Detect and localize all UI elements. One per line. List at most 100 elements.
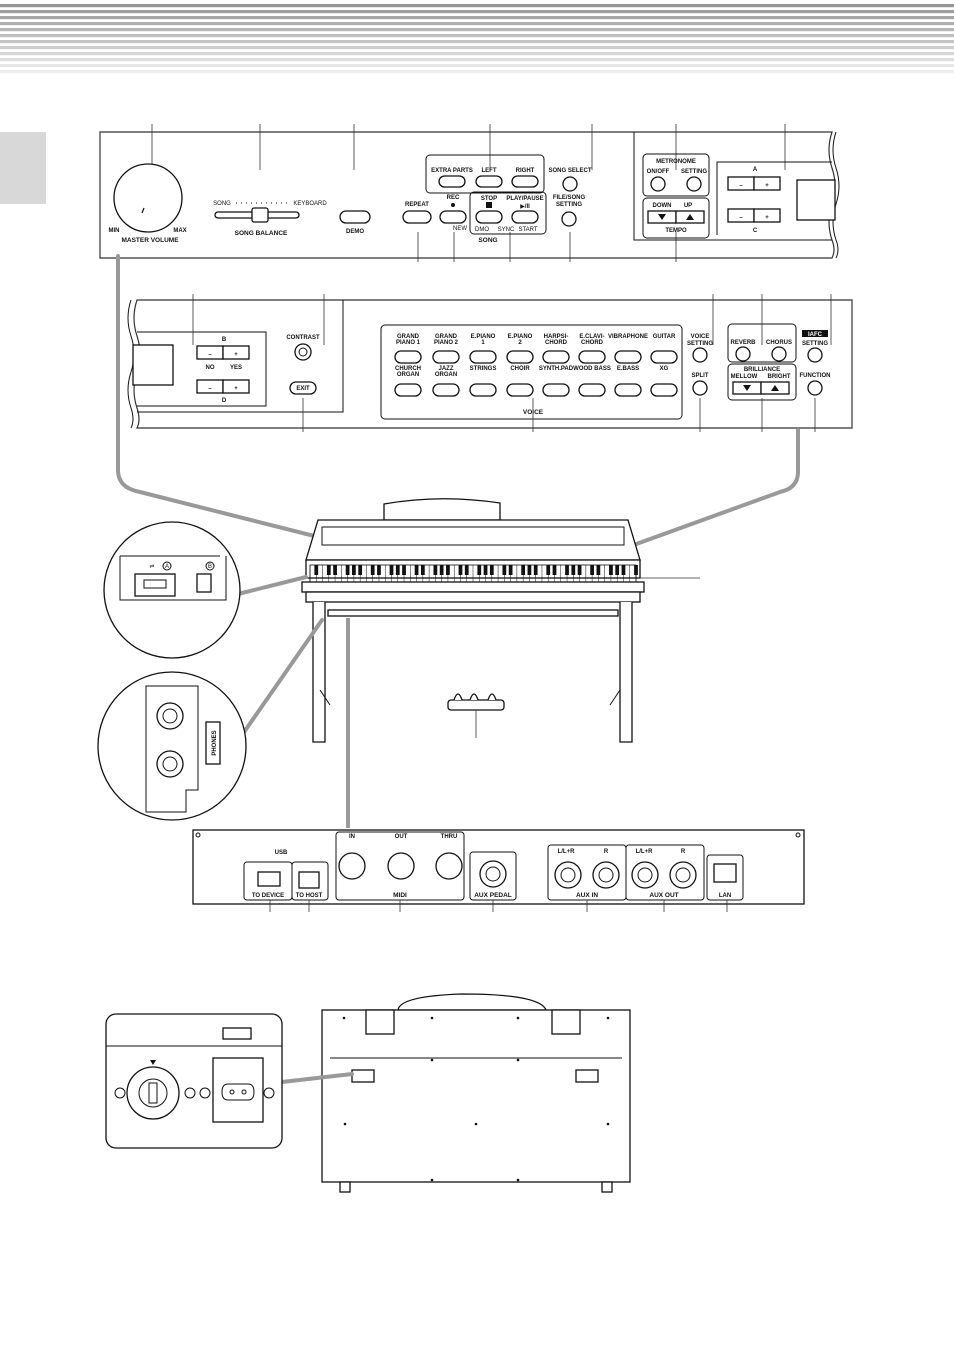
song-balance-slider-handle[interactable] — [251, 207, 269, 223]
demo-label: DEMO — [346, 229, 364, 235]
play-pause-button[interactable] — [511, 210, 539, 224]
midi-in-label: IN — [349, 834, 355, 840]
header-stripes — [0, 4, 954, 74]
voice-button[interactable] — [506, 350, 534, 364]
master-volume-knob[interactable] — [113, 163, 183, 233]
callout-ticks-rear — [269, 900, 728, 912]
voice-label: CHORD — [581, 340, 604, 346]
voice-button[interactable] — [394, 350, 422, 364]
svg-text:–: – — [208, 352, 212, 358]
voice-label: E.PIANO — [471, 334, 496, 340]
tempo-down-label: DOWN — [653, 203, 672, 209]
voice-label: SYNTH.PAD — [539, 366, 574, 372]
chorus-button[interactable] — [771, 346, 787, 362]
iafc-label: IAFC — [808, 332, 823, 338]
voltage-selector — [126, 1066, 180, 1120]
song-balance-song-label: SONG — [213, 201, 231, 207]
reverb-label: REVERB — [730, 340, 756, 346]
svg-text:–: – — [208, 386, 212, 392]
voice-label: E.BASS — [617, 366, 639, 372]
voice-button[interactable] — [650, 383, 678, 397]
midi-label: MIDI — [393, 892, 407, 899]
voice-label: E.CLAVI- — [579, 334, 604, 340]
extra-parts-button[interactable] — [438, 175, 466, 188]
metronome-setting-label: SETTING — [681, 169, 707, 175]
voice-setting-label-1: VOICE — [691, 334, 710, 340]
voice-button[interactable] — [578, 383, 606, 397]
song-select-button[interactable] — [562, 176, 578, 192]
b-plus-button[interactable] — [222, 345, 250, 360]
voice-button[interactable] — [432, 350, 460, 364]
svg-text:–: – — [739, 215, 743, 221]
metronome-on-off-button[interactable] — [650, 176, 666, 192]
reverb-button[interactable] — [735, 346, 751, 362]
left-leg — [312, 602, 326, 743]
left-button[interactable] — [475, 175, 503, 188]
voice-button[interactable] — [650, 350, 678, 364]
extra-parts-label: EXTRA PARTS — [431, 168, 473, 174]
no-label: NO — [206, 365, 215, 371]
voice-button[interactable] — [614, 383, 642, 397]
yes-label: YES — [230, 365, 242, 371]
voice-label: E.PIANO — [508, 334, 533, 340]
voice-label: XG — [660, 366, 669, 372]
repeat-label: REPEAT — [405, 202, 429, 208]
voice-button[interactable] — [469, 350, 497, 364]
voice-label: GRAND — [435, 334, 458, 340]
usb-port-a — [134, 573, 176, 597]
file-song-setting-button[interactable] — [561, 211, 577, 227]
voice-label: CHOIR — [510, 366, 530, 372]
voice-label: ORGAN — [397, 372, 419, 378]
song-group-label: SONG — [478, 237, 497, 244]
voice-button[interactable] — [432, 383, 460, 397]
voice-button[interactable] — [506, 383, 534, 397]
stop-button[interactable] — [475, 210, 503, 224]
master-volume-label: MASTER VOLUME — [121, 237, 179, 244]
right-button[interactable] — [511, 175, 539, 188]
aux-in-label: AUX IN — [576, 892, 598, 899]
voice-label: CHORD — [545, 340, 568, 346]
demo-button[interactable] — [339, 210, 371, 224]
voice-button[interactable] — [614, 350, 642, 364]
voice-button[interactable] — [578, 350, 606, 364]
brilliance-label: BRILLIANCE — [744, 367, 780, 373]
aux-out-frame — [625, 844, 705, 901]
to-host-port — [298, 871, 320, 889]
c-plus-button[interactable] — [753, 208, 781, 223]
exit-button[interactable] — [289, 381, 317, 395]
repeat-button[interactable] — [402, 210, 432, 224]
tempo-frame — [642, 197, 710, 239]
file-song-setting-label-1: FILE/SONG — [553, 195, 586, 201]
metronome-setting-button[interactable] — [686, 176, 702, 192]
iafc-setting-button[interactable] — [807, 347, 823, 363]
voice-setting-button[interactable] — [692, 347, 708, 363]
rear-connector-panel: USB TO DEVICE TO HOST IN OUT THRU MIDI A… — [192, 829, 805, 912]
voice-button[interactable] — [469, 383, 497, 397]
voice-label: GRAND — [397, 334, 420, 340]
a-plus-button[interactable] — [753, 176, 781, 191]
contrast-label: CONTRAST — [286, 335, 320, 341]
svg-text:–: – — [739, 183, 743, 189]
voice-label: CHURCH — [395, 366, 421, 372]
voice-label: WOOD BASS — [573, 366, 611, 372]
split-button[interactable] — [692, 380, 708, 396]
piano-rear-view — [321, 993, 631, 1193]
midi-thru-label: THRU — [441, 834, 458, 840]
voice-button[interactable] — [542, 383, 570, 397]
to-host-frame — [291, 861, 329, 901]
voice-button[interactable] — [542, 350, 570, 364]
voice-button[interactable] — [394, 383, 422, 397]
svg-text:▶/II: ▶/II — [520, 204, 530, 210]
voice-label: GUITAR — [653, 334, 676, 340]
function-button[interactable] — [807, 380, 823, 396]
song-balance-keyboard-label: KEYBOARD — [293, 201, 327, 207]
piano-keyboard — [309, 564, 638, 583]
voice-label: ORGAN — [435, 372, 457, 378]
voice-label: PIANO 2 — [434, 340, 459, 346]
contrast-knob[interactable] — [294, 343, 312, 361]
d-plus-button[interactable] — [222, 379, 250, 394]
song-transport-frame — [469, 191, 547, 235]
usb-icon: ⇌ — [149, 564, 154, 570]
rec-button[interactable] — [439, 210, 467, 224]
aux-in-l-jack — [554, 861, 582, 889]
